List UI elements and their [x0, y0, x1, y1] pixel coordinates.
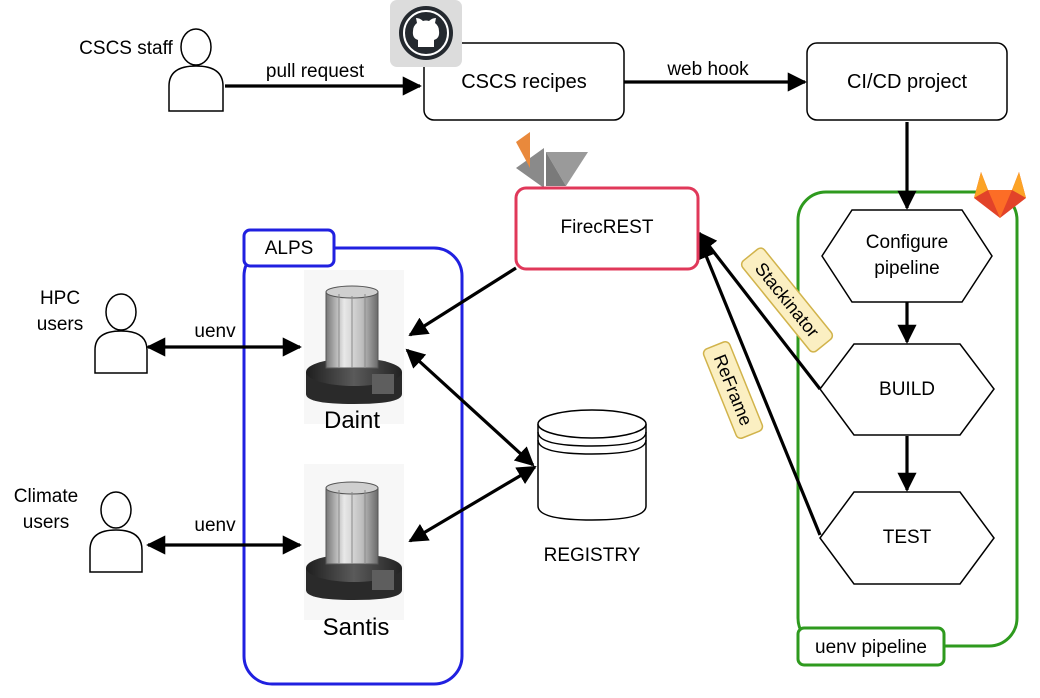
firecrest-icon — [516, 132, 588, 188]
alps-label: ALPS — [265, 238, 314, 259]
cscs-recipes-node: CSCS recipes — [423, 42, 625, 121]
configure-pipeline-node: Configure pipeline — [821, 209, 993, 303]
edge-firecrest-to-daint — [408, 266, 517, 337]
santis-label: Santis — [323, 614, 390, 641]
cscs-staff-actor: CSCS staff — [79, 28, 224, 112]
edge-label-uenv-climate: uenv — [194, 515, 236, 536]
hpc-users-label-line2: users — [37, 314, 83, 335]
build-node: BUILD — [819, 343, 995, 436]
database-icon — [537, 409, 647, 521]
configure-label-line1: Configure — [866, 232, 948, 253]
user-icon — [168, 28, 224, 112]
user-icon — [94, 293, 148, 374]
uenv-pipeline-label-box — [796, 626, 946, 667]
uenv-pipeline-label: uenv pipeline — [815, 637, 927, 658]
test-label: TEST — [883, 527, 932, 548]
edge-stackinator — [697, 231, 822, 390]
stackinator-tag: Stackinator — [740, 247, 834, 353]
hpc-users-label-line1: HPC — [40, 288, 80, 309]
cluster-icon — [306, 481, 402, 600]
climate-users-label-line2: users — [23, 512, 69, 533]
climate-users-actor: Climate users — [14, 486, 143, 573]
edge-label-pull-request: pull request — [266, 61, 365, 82]
uenv-pipeline-group: uenv pipeline — [796, 190, 1019, 667]
configure-label-line2: pipeline — [874, 258, 940, 279]
firecrest-node: FirecREST — [514, 186, 700, 271]
edge-daint-registry — [405, 348, 535, 467]
stackinator-label: Stackinator — [751, 259, 823, 342]
registry-node: REGISTRY — [537, 409, 647, 566]
reframe-tag: ReFrame — [702, 341, 764, 439]
edge-reframe — [697, 239, 822, 536]
cicd-project-label: CI/CD project — [847, 71, 967, 93]
edge-santis-registry — [408, 465, 537, 543]
cluster-icon — [306, 285, 402, 404]
santis-node: Santis — [304, 464, 404, 641]
cscs-recipes-label: CSCS recipes — [461, 71, 587, 93]
climate-users-label-line1: Climate — [14, 486, 78, 507]
build-label: BUILD — [879, 379, 935, 400]
user-icon — [89, 491, 143, 573]
cicd-project-node: CI/CD project — [806, 42, 1008, 121]
github-icon — [390, 0, 462, 67]
test-node: TEST — [819, 491, 995, 585]
alps-label-box — [242, 228, 336, 268]
daint-node: Daint — [304, 270, 404, 434]
firecrest-label: FirecREST — [561, 217, 654, 238]
registry-label: REGISTRY — [544, 545, 641, 566]
daint-label: Daint — [324, 407, 380, 434]
cscs-staff-label: CSCS staff — [79, 38, 173, 59]
hpc-users-actor: HPC users — [37, 288, 148, 374]
edge-label-web-hook: web hook — [666, 59, 749, 80]
gitlab-icon — [974, 172, 1026, 218]
edge-label-uenv-hpc: uenv — [194, 321, 236, 342]
edges — [146, 72, 917, 555]
